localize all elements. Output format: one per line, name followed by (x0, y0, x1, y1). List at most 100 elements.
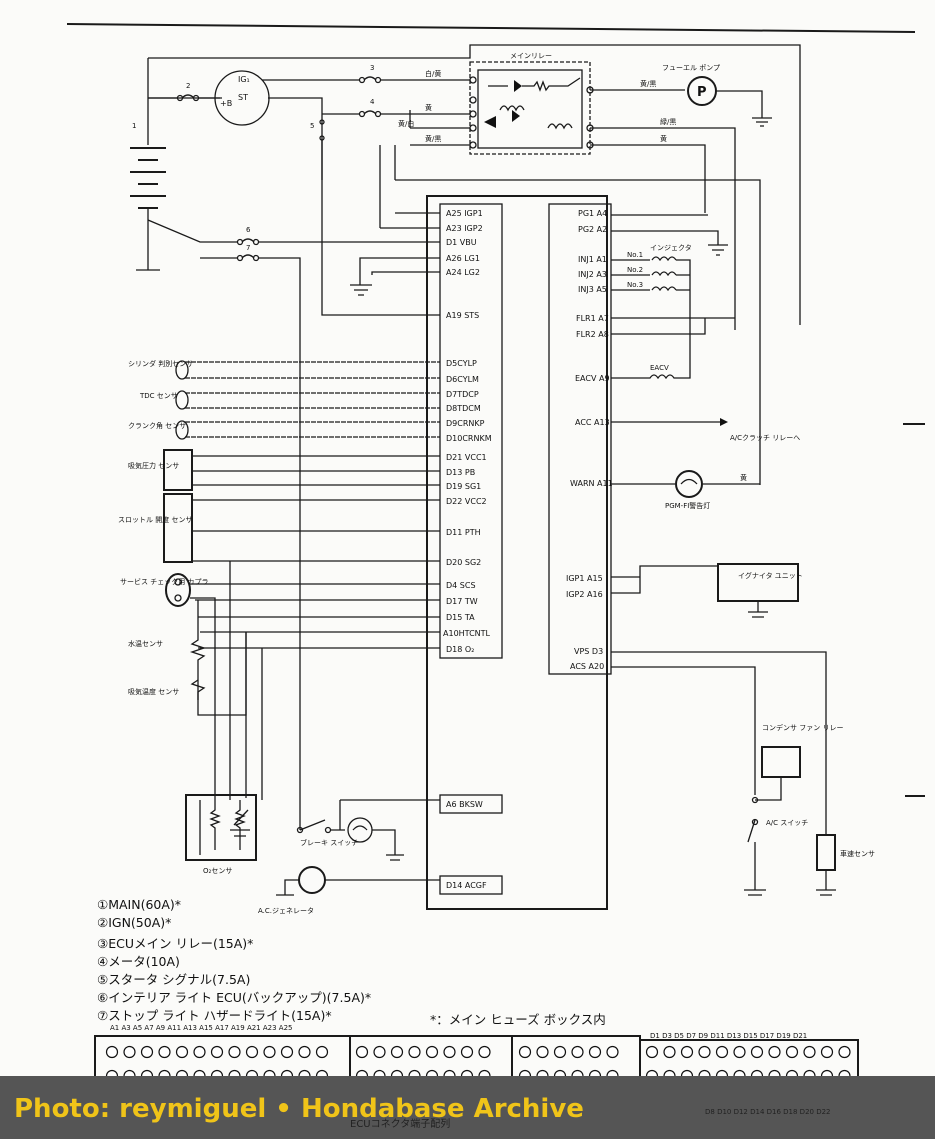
connector-pin (123, 1045, 136, 1059)
pin-d13: D13 PB (446, 468, 475, 477)
legend-item-1: ①MAIN(60A)* (97, 897, 182, 912)
connector-pin (698, 1045, 711, 1059)
top-rule (66, 23, 916, 33)
pin-a26: A26 LG1 (446, 254, 480, 263)
legend-item-7: ⑦ストップ ライト ハザードライト(15A)* (97, 1008, 332, 1023)
pin-d17: D17 TW (446, 597, 478, 606)
connector-d-labels-top: D1 D3 D5 D7 D9 D11 D13 D15 D17 D19 D21 (650, 1032, 807, 1040)
o2-sensor: O₂センサ (185, 794, 257, 875)
pin-a6: A6 BKSW (446, 800, 483, 809)
pin-a4: PG1 A4 (578, 209, 607, 218)
wire-color-3: 黄/白 (398, 119, 414, 128)
connector-a-labels: A1 A3 A5 A7 A9 A11 A13 A15 A17 A19 A21 A… (110, 1024, 292, 1032)
battery-bus (148, 44, 801, 325)
connector-pin (733, 1045, 746, 1059)
ig1-label: IG₁ (238, 75, 250, 84)
wire-color-1: 白/黄 (425, 69, 441, 78)
pin-d21: D21 VCC1 (446, 453, 487, 462)
connector-pin (105, 1045, 119, 1059)
pin-d3: VPS D3 (574, 647, 603, 656)
pin-a9: EACV A9 (575, 374, 610, 383)
pin-a1: INJ1 A1 (578, 255, 607, 264)
connector-pin (315, 1045, 329, 1059)
service-coupler-label: サービス チェック用 カプラ (120, 577, 208, 586)
injector-label: インジェクタ (650, 243, 692, 252)
connector-pin (408, 1045, 421, 1059)
connector-pin (460, 1045, 474, 1059)
tdc-sensor-label: TDC センサ (139, 392, 178, 400)
wire-color-5: 黄/黒 (640, 79, 656, 88)
wire-color-8: 黄 (740, 473, 747, 482)
fuse-2-label: 2 (186, 82, 190, 90)
iat-sensor-label: 吸気温度 センサ (128, 687, 179, 696)
legend-item-2: ②IGN(50A)* (97, 915, 172, 930)
connector-pin (298, 1045, 311, 1059)
pin-a10: A10HTCNTL (443, 629, 491, 638)
connector-pin (715, 1045, 729, 1059)
pin-d19: D19 SG1 (446, 482, 481, 491)
fuse-6-label: 6 (246, 226, 251, 234)
connector-pin (175, 1045, 189, 1059)
pump-p-label: P (697, 85, 707, 100)
pin-a20: ACS A20 (570, 662, 604, 671)
pin-d10: D10CRNKM (446, 434, 492, 443)
map-sensor-label: 吸気圧力 センサ (128, 461, 179, 470)
tps-sensor-label: スロットル 開度 センサ (118, 515, 192, 524)
legend-item-3: ③ECUメイン リレー(15A)* (97, 936, 254, 951)
eacv-label: EACV (650, 364, 669, 372)
connector-pin (158, 1045, 171, 1059)
connector-pin (571, 1045, 584, 1059)
inj-no3-label: No.3 (627, 281, 643, 289)
ac-clutch-label: A/Cクラッチ リレーへ (730, 434, 800, 442)
watermark-banner (0, 1076, 935, 1139)
pin-a19: A19 STS (446, 311, 479, 320)
pin-d8: D8TDCM (446, 404, 481, 413)
fuse-4-label: 4 (370, 98, 375, 106)
wire-color-4: 黄/黒 (425, 134, 441, 143)
pin-a23: A23 IGP2 (446, 224, 483, 233)
fuse-7-label: 7 (246, 244, 250, 252)
connector-pin (373, 1045, 386, 1059)
pin-d11: D11 PTH (446, 528, 481, 537)
fuse-3-label: 3 (370, 64, 374, 72)
ignition-switch: IG₁ ST +B (214, 70, 270, 126)
ecu-right-connector (548, 203, 612, 675)
pin-a2: PG2 A2 (578, 225, 607, 234)
fuse-5-label: 5 (310, 122, 314, 130)
connector-pin (443, 1045, 456, 1059)
connector-pin (680, 1045, 694, 1059)
connector-pin (606, 1045, 619, 1059)
wire-color-6: 緑/黒 (660, 117, 676, 126)
connector-pin (355, 1045, 369, 1059)
pin-d6: D6CYLM (446, 375, 479, 384)
connector-pin (553, 1045, 567, 1059)
connector-pin (228, 1045, 241, 1059)
wire-color-7: 黄 (660, 134, 667, 143)
legend-item-6: ⑥インテリア ライト ECU(バックアップ)(7.5A)* (97, 990, 372, 1005)
watermark-text: Photo: reymiguel • Hondabase Archive (14, 1094, 584, 1124)
st-label: ST (238, 93, 248, 102)
ecu-left-pin-list: A25 IGP1 A23 IGP2 D1 VBU A26 LG1 A24 LG2… (443, 209, 492, 890)
cyl-sensor-label: シリンダ 判別センサ (128, 359, 193, 368)
pin-d22: D22 VCC2 (446, 497, 487, 506)
pin-d9: D9CRNKP (446, 419, 485, 428)
o2-sensor-label: O₂センサ (203, 867, 232, 875)
connector-d-labels-bottom: D8 D10 D12 D14 D16 D18 D20 D22 (705, 1108, 831, 1116)
inj-no2-label: No.2 (627, 266, 643, 274)
pin-d15: D15 TA (446, 613, 475, 622)
connector-pin (536, 1045, 549, 1059)
pin-d18: D18 O₂ (446, 645, 474, 654)
connector-pin (785, 1045, 799, 1059)
alternator-label: A.C.ジェネレータ (258, 906, 314, 915)
fuse-1-label: 1 (132, 122, 136, 130)
pin-d14: D14 ACGF (446, 881, 487, 890)
pin-a3: INJ2 A3 (578, 270, 607, 279)
connector-pin (838, 1045, 851, 1059)
ac-switch-label: A/C スイッチ (766, 819, 808, 827)
connector-pin (280, 1045, 294, 1059)
brake-switch-label: ブレーキ スイッチ (300, 838, 358, 847)
connector-pin (425, 1045, 439, 1059)
alternator: A.C.ジェネレータ (258, 866, 440, 915)
sensor-wiring (163, 360, 440, 800)
legend-note: *：メイン ヒューズ ボックス内 (430, 1012, 606, 1027)
